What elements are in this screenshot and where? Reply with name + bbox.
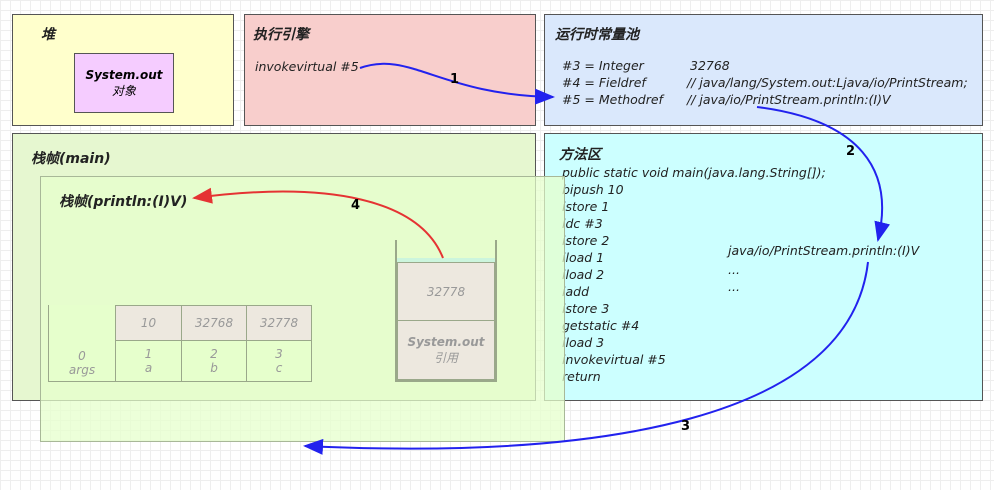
stack-top-band <box>397 258 495 262</box>
bytecode-line: iload 1 <box>562 250 605 265</box>
cp-entry-key: #4 = Fieldref <box>562 75 646 90</box>
arrow-4 <box>192 187 444 259</box>
bytecode-line: istore 3 <box>562 301 610 316</box>
arrow-1-label: 1 <box>450 72 459 87</box>
engine-title: 执行引擎 <box>253 27 309 43</box>
arrow-1 <box>359 62 555 105</box>
bytecode-line: iadd <box>562 284 590 299</box>
object-name: System.out <box>85 68 163 82</box>
bytecode-list: public static void main(java.lang.String… <box>562 164 826 385</box>
slot-name: args <box>68 363 96 377</box>
cp-entry-value: // java/lang/System.out:Ljava/io/PrintSt… <box>687 75 968 90</box>
ref-name: System.out <box>407 334 485 349</box>
bytecode-line: bipush 10 <box>562 182 624 197</box>
cp-entry-key: #5 = Methodref <box>562 92 663 107</box>
println-method: java/io/PrintStream.println:(I)V <box>728 243 920 258</box>
main-frame-title: 栈帧(main) <box>31 151 111 167</box>
method-area-panel: 方法区 public static void main(java.lang.St… <box>544 133 983 401</box>
ref-label: 引用 <box>433 350 458 365</box>
object-label: 对象 <box>111 84 136 98</box>
bytecode-line: istore 2 <box>562 233 610 248</box>
constant-pool-title: 运行时常量池 <box>555 27 639 43</box>
arrow-2-label: 2 <box>846 144 855 159</box>
slot-name: b <box>210 361 218 375</box>
ellipsis: ... <box>728 279 740 294</box>
arrow-2 <box>756 106 891 242</box>
system-out-object: System.out 对象 <box>74 53 174 113</box>
heap-panel: 堆 System.out 对象 <box>12 14 234 126</box>
cp-entry-value: // java/io/PrintStream.println:(I)V <box>687 92 891 107</box>
bytecode-line: invokevirtual #5 <box>562 352 666 367</box>
stack-top-value: 32778 <box>397 262 495 321</box>
slot-index: 2 <box>210 347 218 361</box>
engine-instruction: invokevirtual #5 <box>255 59 359 74</box>
method-area-title: 方法区 <box>559 147 601 163</box>
bytecode-line: return <box>562 369 601 384</box>
bytecode-line: public static void main(java.lang.String… <box>562 165 826 180</box>
slot-index: 3 <box>275 347 283 361</box>
slot-name: a <box>144 361 153 375</box>
bytecode-line: getstatic #4 <box>562 318 640 333</box>
bytecode-line: istore 1 <box>562 199 610 214</box>
slot-name: c <box>275 361 283 375</box>
cp-entry-key: #3 = Integer <box>562 58 644 73</box>
arrow-3-label: 3 <box>681 419 690 434</box>
println-frame-title: 栈帧(println:(I)V) <box>59 194 188 210</box>
arrow-3 <box>303 261 869 455</box>
slot-index: 0 <box>78 349 86 363</box>
arrow-4-label: 4 <box>351 198 360 213</box>
ellipsis: ... <box>728 262 740 277</box>
bytecode-line: iload 3 <box>562 335 605 350</box>
slot-index: 1 <box>144 347 153 361</box>
bytecode-line: iload 2 <box>562 267 605 282</box>
bytecode-line: ldc #3 <box>562 216 603 231</box>
execution-engine-panel: 执行引擎 invokevirtual #5 <box>244 14 536 126</box>
heap-title: 堆 <box>41 27 55 43</box>
cp-entry-value: 32768 <box>690 58 730 73</box>
